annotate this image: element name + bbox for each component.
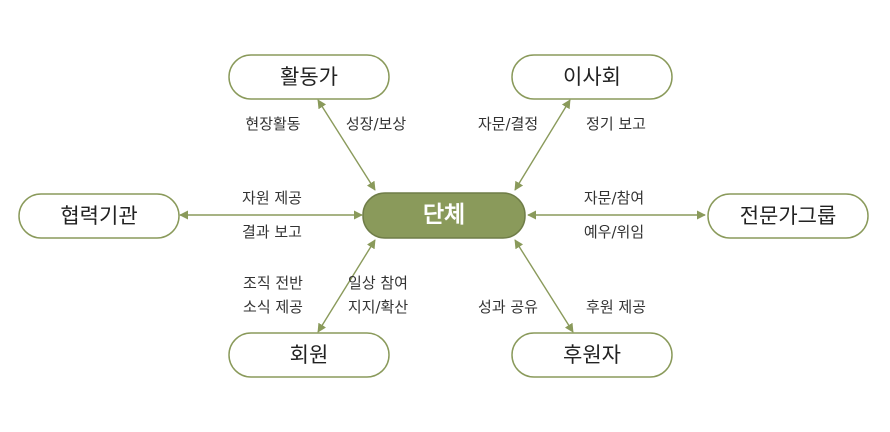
- node-partner: 협력기관: [18, 193, 180, 239]
- arrow-activist-center: [317, 99, 376, 191]
- edge-label-member-to-center-1: 일상 참여: [348, 274, 408, 292]
- edge-label-center-to-donor: 성과 공유: [478, 298, 538, 316]
- edge-label-expert-to-center: 자문/참여: [584, 189, 644, 207]
- edge-label-center-to-partner: 결과 보고: [242, 223, 302, 241]
- node-center-label: 단체: [423, 202, 465, 228]
- edge-label-member-to-center-2: 지지/확산: [348, 298, 408, 316]
- edge-label-partner-to-center: 자원 제공: [242, 189, 302, 207]
- edge-label-center-to-expert: 예우/위임: [584, 223, 644, 241]
- node-donor-label: 후원자: [563, 343, 621, 367]
- node-member: 회원: [228, 332, 390, 378]
- edge-label-board-to-center: 자문/결정: [478, 115, 538, 133]
- node-member-label: 회원: [290, 343, 329, 367]
- arrow-board-center: [514, 99, 571, 191]
- node-board: 이사회: [511, 54, 673, 100]
- node-donor: 후원자: [511, 332, 673, 378]
- arrow-donor-center: [514, 239, 574, 333]
- arrow-member-center: [317, 239, 376, 333]
- node-activist: 활동가: [228, 54, 390, 100]
- node-activist-label: 활동가: [280, 65, 338, 89]
- edge-label-center-to-member-2: 소식 제공: [243, 298, 303, 316]
- edge-label-center-to-board: 정기 보고: [586, 115, 646, 133]
- node-partner-label: 협력기관: [60, 204, 137, 228]
- edge-label-activist-to-center: 성장/보상: [346, 115, 406, 133]
- node-expert: 전문가그룹: [707, 193, 869, 239]
- node-expert-label: 전문가그룹: [740, 204, 837, 228]
- node-board-label: 이사회: [563, 65, 621, 89]
- node-center: 단체: [362, 192, 526, 239]
- edge-label-center-to-member-1: 조직 전반: [243, 274, 303, 292]
- edge-label-donor-to-center: 후원 제공: [586, 298, 646, 316]
- edge-label-center-to-activist: 현장활동: [245, 115, 300, 133]
